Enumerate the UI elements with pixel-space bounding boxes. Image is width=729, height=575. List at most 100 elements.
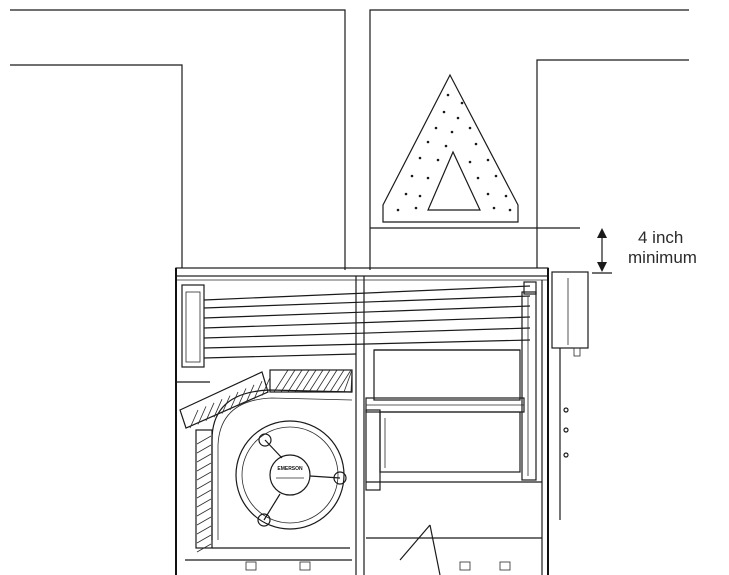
plenum-dot bbox=[460, 101, 464, 105]
plenum-dot bbox=[494, 174, 498, 178]
plenum-triangle bbox=[382, 73, 519, 223]
fastener bbox=[299, 561, 311, 571]
plenum-dot bbox=[468, 126, 472, 130]
hatch-line bbox=[196, 444, 212, 454]
coil-line bbox=[203, 316, 531, 329]
plenum-outer bbox=[382, 73, 519, 223]
hatch-line bbox=[229, 391, 239, 411]
plenum-dot bbox=[508, 208, 512, 212]
motor-brand-label: EMERSON bbox=[277, 466, 303, 472]
hatch-line bbox=[196, 435, 212, 445]
plenum-dot bbox=[426, 140, 430, 144]
plenum-dot bbox=[486, 158, 490, 162]
coil-header-cap bbox=[523, 281, 537, 295]
hatch-line bbox=[196, 507, 212, 517]
hatch-line bbox=[329, 369, 345, 393]
hvac-unit: EMERSON bbox=[175, 267, 589, 575]
hatch-line bbox=[322, 369, 338, 393]
plenum-dot bbox=[426, 176, 430, 180]
hatch-line bbox=[196, 516, 212, 526]
plenum-dot bbox=[418, 156, 422, 160]
hatch-line bbox=[196, 462, 212, 472]
wall-right-step-line bbox=[536, 59, 689, 268]
hatch-line bbox=[336, 369, 352, 393]
hatched-baffle-top bbox=[269, 369, 353, 393]
heater-box-top bbox=[373, 349, 521, 401]
fastener bbox=[245, 561, 257, 571]
unit-top-flange bbox=[175, 267, 549, 277]
heater-bracket bbox=[365, 409, 381, 491]
dimension-arrow-head-bottom bbox=[597, 262, 607, 272]
wheel-bolt-1 bbox=[258, 433, 272, 447]
plenum-dot bbox=[404, 192, 408, 196]
hatch-line bbox=[205, 402, 215, 421]
plenum-dot bbox=[450, 130, 454, 134]
plenum-dot bbox=[446, 93, 450, 97]
wall-outline bbox=[10, 9, 689, 270]
plenum-dot bbox=[436, 158, 440, 162]
motor-hub bbox=[269, 454, 311, 496]
dimension-arrow bbox=[592, 228, 612, 274]
fastener bbox=[459, 561, 471, 571]
plenum-dot bbox=[444, 144, 448, 148]
hatch-line bbox=[350, 369, 353, 393]
plenum-dot bbox=[414, 206, 418, 210]
wall-top-left-line bbox=[10, 9, 346, 270]
hatch-line bbox=[189, 409, 199, 429]
hatch-line bbox=[196, 453, 212, 463]
blower-scroll-inner bbox=[217, 397, 353, 540]
coil-line bbox=[203, 295, 531, 309]
baffle-rect bbox=[269, 369, 353, 393]
hatch-line bbox=[196, 543, 212, 553]
slant-brace bbox=[399, 524, 431, 561]
plenum-dot bbox=[418, 194, 422, 198]
plenum-dot bbox=[396, 208, 400, 212]
slant-brace-2 bbox=[429, 524, 441, 575]
hatch-line bbox=[196, 489, 212, 499]
hatch-line bbox=[213, 399, 223, 418]
electrical-box bbox=[551, 271, 589, 349]
plenum-dot bbox=[410, 174, 414, 178]
wheel-spoke-3 bbox=[263, 493, 281, 521]
fastener bbox=[499, 561, 511, 571]
hatch-line bbox=[253, 381, 263, 400]
plenum-dot bbox=[492, 206, 496, 210]
plenum-dot bbox=[442, 110, 446, 114]
blower-wheel: EMERSON bbox=[235, 420, 347, 530]
side-rivet-1 bbox=[563, 407, 569, 413]
plenum-dot bbox=[486, 192, 490, 196]
coil-line bbox=[203, 285, 531, 301]
coil-line bbox=[203, 327, 531, 339]
electrical-box-tab bbox=[573, 347, 581, 357]
hatch-line bbox=[315, 369, 331, 393]
bottom-fasteners bbox=[245, 561, 511, 571]
wheel-spoke-2 bbox=[309, 475, 341, 479]
dimension-label-line2: minimum bbox=[628, 248, 697, 267]
wall-top-right-line bbox=[369, 9, 689, 270]
hatch-line bbox=[196, 525, 212, 535]
blower-wheel-outer bbox=[235, 420, 345, 530]
hatch-line bbox=[197, 406, 207, 425]
hatch-line bbox=[301, 369, 317, 393]
coil-line bbox=[203, 339, 531, 349]
wheel-spoke-1 bbox=[264, 439, 283, 459]
plenum-dots bbox=[396, 93, 512, 212]
blower-scroll-outer bbox=[211, 389, 353, 540]
plenum-dot bbox=[434, 126, 438, 130]
plenum-dot bbox=[476, 176, 480, 180]
hatch-line bbox=[294, 369, 310, 393]
side-rivet-2 bbox=[563, 427, 569, 433]
strip-hatching bbox=[196, 435, 212, 553]
plenum-dot bbox=[504, 194, 508, 198]
hatch-line bbox=[196, 534, 212, 544]
plenum-dot bbox=[474, 142, 478, 146]
filter-rack-inner bbox=[185, 291, 201, 363]
hatch-line bbox=[343, 369, 353, 393]
coil-line bbox=[203, 305, 531, 319]
filter-rack bbox=[181, 284, 205, 368]
hatch-line bbox=[287, 369, 303, 393]
coil-line bbox=[203, 353, 357, 359]
heater-box-bottom bbox=[379, 411, 521, 473]
